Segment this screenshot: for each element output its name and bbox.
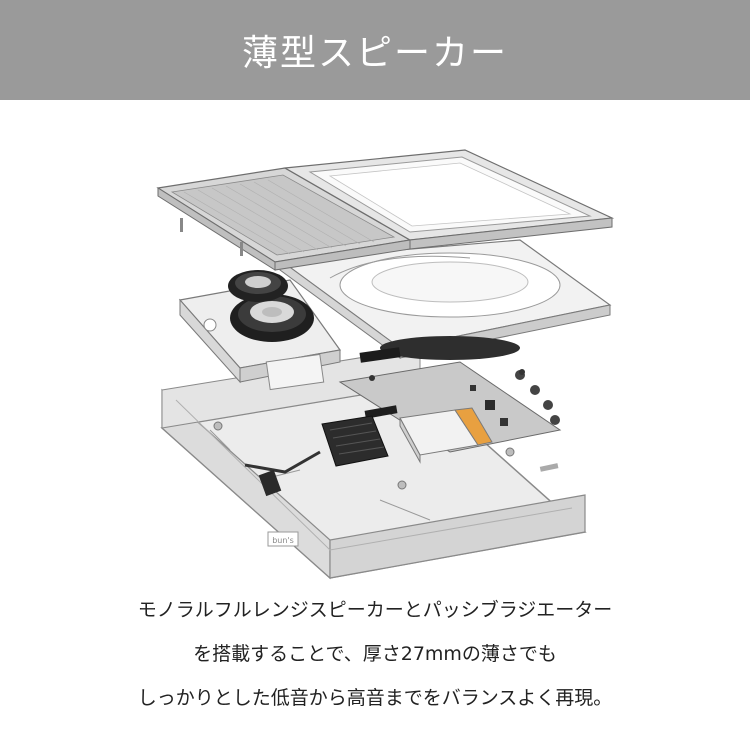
battery-pack	[399, 407, 493, 464]
caption-line-2: を搭載することで、厚さ27mmの薄さでも	[193, 643, 557, 665]
exploded-view-illustration: bun's	[0, 100, 750, 580]
disc-deck	[278, 239, 612, 363]
header-banner: 薄型スピーカー	[0, 0, 750, 100]
bottom-housing	[160, 347, 587, 580]
passive-radiator	[228, 270, 288, 302]
full-range-speaker	[230, 294, 314, 342]
page-title: 薄型スピーカー	[241, 33, 508, 74]
top-grille-panel	[156, 167, 412, 271]
heatsink-module	[321, 415, 389, 467]
brand-badge-text: bun's	[272, 536, 294, 545]
screws	[180, 218, 525, 381]
exploded-view-drawing: bun's	[156, 149, 615, 580]
top-window-panel	[274, 149, 615, 271]
caption-line-1: モノラルフルレンジスピーカーとパッシブラジエーター	[137, 599, 613, 621]
caption-line-3: しっかりとした低音から高音までをバランスよく再現。	[137, 687, 613, 709]
description-caption: モノラルフルレンジスピーカーとパッシブラジエーター を搭載することで、厚さ27m…	[0, 588, 750, 720]
brand-badge: bun's	[267, 531, 299, 547]
